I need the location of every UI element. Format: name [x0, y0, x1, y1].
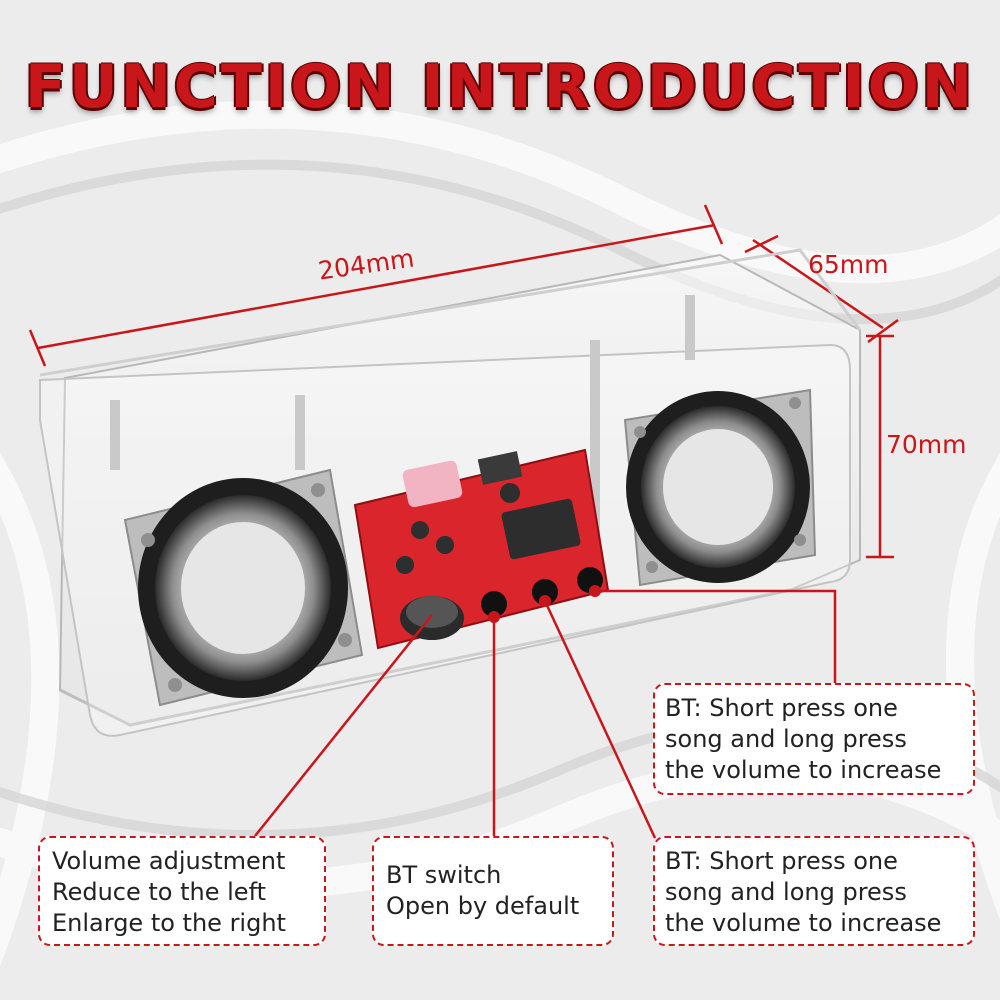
callout-bt-middle-button: BT: Short press one song and long press …	[653, 836, 975, 946]
right-speaker	[623, 388, 817, 587]
depth-label: 65mm	[808, 250, 889, 279]
height-label: 70mm	[886, 430, 967, 459]
callout-line: song and long press	[665, 725, 907, 753]
callout-volume: Volume adjustment Reduce to the left Enl…	[38, 836, 326, 946]
callout-lines	[254, 589, 837, 839]
callout-line: Open by default	[386, 892, 580, 920]
callout-bt-switch: BT switch Open by default	[372, 836, 614, 946]
circuit-board	[353, 448, 610, 650]
callout-line: BT: Short press one	[665, 694, 898, 722]
callout-line: BT: Short press one	[665, 847, 898, 875]
callout-line: BT switch	[386, 861, 502, 889]
callout-bt-right-button: BT: Short press one song and long press …	[653, 683, 975, 795]
callout-line: song and long press	[665, 878, 907, 906]
page-title: FUNCTION INTRODUCTION	[24, 52, 976, 122]
dimension-lines	[28, 204, 899, 559]
callout-line: Volume adjustment	[52, 847, 286, 875]
callout-line: the volume to increase	[665, 909, 942, 937]
left-speaker	[123, 468, 364, 707]
callout-line: the volume to increase	[665, 756, 942, 784]
callout-line: Reduce to the left	[52, 878, 267, 906]
callout-line: Enlarge to the right	[52, 909, 286, 937]
